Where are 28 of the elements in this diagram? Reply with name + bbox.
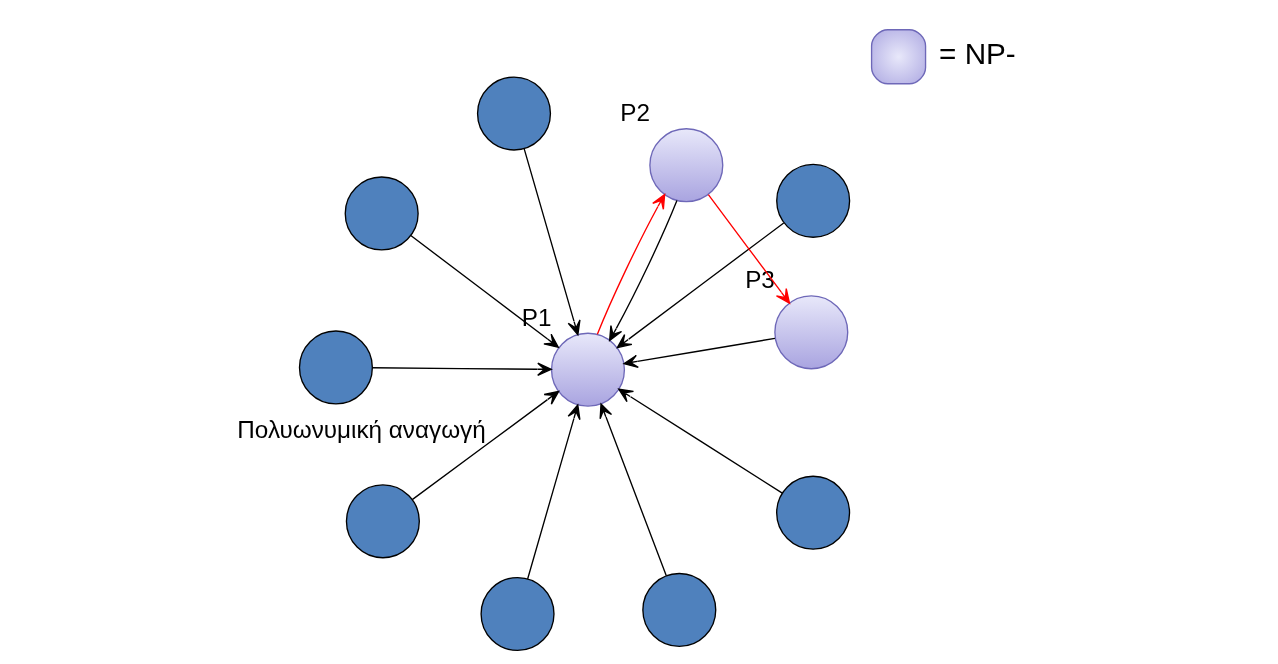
node-circle xyxy=(773,295,848,370)
arrow xyxy=(608,199,678,342)
arrow xyxy=(409,234,559,348)
node-label: P3 xyxy=(744,266,775,294)
node-circle xyxy=(476,76,551,151)
edge-label: Πολυωνυμική αναγωγή xyxy=(236,415,486,443)
arrow xyxy=(707,194,790,304)
node-circle xyxy=(550,332,625,407)
node-circle xyxy=(298,330,373,405)
arrow xyxy=(371,362,552,376)
arrow xyxy=(526,404,581,580)
arrow xyxy=(522,147,581,336)
arrow xyxy=(598,403,667,577)
node-label: P1 xyxy=(521,303,552,331)
node-circle xyxy=(345,484,420,559)
node-circle xyxy=(344,176,419,251)
node-circle xyxy=(775,475,850,550)
arrow xyxy=(596,193,665,335)
node-circle xyxy=(648,128,723,203)
arrow xyxy=(616,222,784,349)
arrow xyxy=(622,337,776,369)
node-label: P2 xyxy=(619,99,650,127)
node-circle xyxy=(775,163,850,238)
node-circle xyxy=(641,572,716,648)
arrow xyxy=(617,388,783,494)
legend-label: = NP- xyxy=(938,37,1016,71)
node-circle xyxy=(479,576,555,652)
arrow xyxy=(411,390,559,501)
